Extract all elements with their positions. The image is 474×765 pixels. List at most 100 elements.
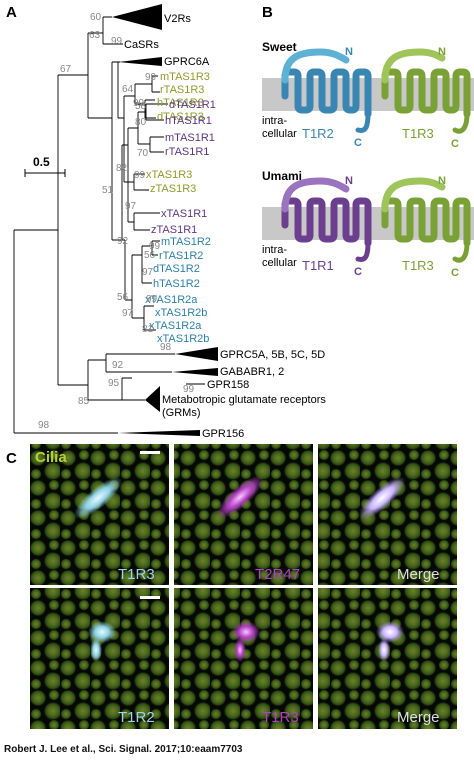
phylogenetic-tree <box>13 16 175 434</box>
clade-label: GPRC5A, 5B, 5C, 5D <box>220 349 325 361</box>
cilia-label: Cilia <box>35 449 67 466</box>
channel-label: T1R3 <box>262 709 299 726</box>
channel-label: Merge <box>397 709 440 726</box>
micrograph-t1r3 <box>30 444 169 585</box>
bootstrap-value: 82 <box>116 163 128 174</box>
scale-label: 0.5 <box>33 155 50 169</box>
intracellular-label: intra- <box>262 115 287 127</box>
bootstrap-value: 97 <box>142 267 154 278</box>
cell-signal <box>358 476 406 520</box>
leaf-label: hTAS1R3 <box>157 97 204 109</box>
umami-receptor: Umami N C N C intra- cellular T1R1 T1R3 <box>262 169 474 279</box>
clade-label: (GRMs) <box>162 407 201 419</box>
t1r1-n-label: N <box>345 175 353 187</box>
t1r3-n-terminus <box>381 48 446 84</box>
leaf-label: xTAS1R2b <box>157 333 209 345</box>
t1r3-label: T1R3 <box>402 126 434 141</box>
clade-label: GPR158 <box>207 379 249 391</box>
t1r1-label: T1R1 <box>302 258 334 273</box>
intracellular-label: intra- <box>262 244 287 256</box>
leaf-label: hTAS1R2 <box>153 278 200 290</box>
intracellular-label: cellular <box>262 257 297 269</box>
collapsed-clades <box>112 4 218 436</box>
leaf-label: mTAS1R1 <box>165 132 215 144</box>
leaf-label: xTAS1R2a <box>149 320 202 332</box>
cell-signal <box>90 638 102 662</box>
t1r3-label-umami: T1R3 <box>402 258 434 273</box>
clade-triangle-v2rs <box>112 4 162 30</box>
leaf-label: xTAS1R2b <box>155 307 207 319</box>
leaf-label: rTAS1R2 <box>159 250 203 262</box>
bootstrap-value: 95 <box>108 378 120 389</box>
clade-labels: V2Rs CaSRs GPRC6A GPRC5A, 5B, 5C, 5D GAB… <box>124 13 326 440</box>
bootstrap-value: 99 <box>111 36 123 47</box>
bootstrap-value: 51 <box>102 185 114 196</box>
bootstrap-value: 85 <box>78 396 90 407</box>
cell-signal <box>234 638 246 662</box>
tas1r2-labels: mTAS1R2 rTAS1R2 dTAS1R2 hTAS1R2 xTAS1R2a… <box>145 236 211 345</box>
clade-label: CaSRs <box>124 39 159 51</box>
bootstrap-value: 99 <box>183 384 195 395</box>
bootstrap-value: 98 <box>160 342 172 353</box>
t1r1-c-label: C <box>354 266 362 278</box>
figure-credit: Robert J. Lee et al., Sci. Signal. 2017;… <box>4 744 243 755</box>
leaf-label: dTAS1R2 <box>153 263 200 275</box>
channel-label: T2R47 <box>255 566 300 583</box>
bootstrap-value: 60 <box>90 12 102 23</box>
cell-signal <box>376 621 404 643</box>
cell-signal <box>216 475 264 519</box>
micrograph-merge-1 <box>318 444 457 585</box>
bootstrap-value: 99 <box>133 98 145 109</box>
clade-label: Metabotropic glutamate receptors <box>162 394 326 406</box>
t1r3-n-terminus-umami <box>381 177 446 213</box>
leaf-label: rTAS1R1 <box>165 146 209 158</box>
clade-triangle-gababr <box>172 368 218 376</box>
leaf-label: xTAS1R2a <box>145 294 198 306</box>
panel-label-c: C <box>6 450 17 467</box>
bootstrap-value: 80 <box>135 117 147 128</box>
t1r2-label: T1R2 <box>302 126 334 141</box>
bootstrap-value: 64 <box>122 84 134 95</box>
panel-label-b: B <box>262 4 273 21</box>
cell-signal <box>88 621 116 643</box>
t1r3-tm-domain-umami <box>381 197 471 247</box>
intracellular-label: cellular <box>262 128 297 140</box>
t1r2-n-label: N <box>345 46 353 58</box>
t1r2-tm-domain <box>281 68 372 118</box>
bootstrap-value: 67 <box>60 64 72 75</box>
clade-triangle-grm <box>145 386 160 412</box>
cell-signal <box>74 477 122 519</box>
channel-label: Merge <box>397 566 440 583</box>
bootstrap-value: 63 <box>89 30 101 41</box>
bootstrap-value: 97 <box>125 201 137 212</box>
leaf-label: dTAS1R3 <box>157 111 204 123</box>
bootstrap-value: 99 <box>149 241 161 252</box>
leaf-label: dTAS1R1 <box>169 99 216 111</box>
t1r3-c-label: C <box>451 138 459 150</box>
clade-triangle-gpr156 <box>118 430 200 436</box>
clade-label: GABABR1, 2 <box>220 366 284 378</box>
scale-bar-micrograph <box>140 451 160 454</box>
cell-signal <box>378 638 390 662</box>
sweet-receptor: Sweet N C N C intra- cellular T1R2 T1R3 <box>262 40 474 150</box>
clade-label: GPRC6A <box>164 56 210 68</box>
leaf-label: xTAS1R1 <box>161 208 207 220</box>
t1r3-c-label-umami: C <box>451 267 459 279</box>
t1r3-n-label: N <box>438 46 446 58</box>
umami-title: Umami <box>262 169 302 183</box>
t1r2-n-terminus <box>281 48 350 84</box>
t1r2-c-label: C <box>354 137 362 149</box>
bootstrap-value: 92 <box>117 236 129 247</box>
leaf-label: zTAS1R1 <box>151 224 197 236</box>
leaf-label: xTAS1R3 <box>146 169 192 181</box>
leaf-label: rTAS1R3 <box>160 84 204 96</box>
panel-label-a: A <box>6 4 17 21</box>
leaf-label: zTAS1R3 <box>150 183 196 195</box>
t1r1-n-terminus <box>281 177 350 213</box>
clade-triangle-gprc6a <box>118 57 162 66</box>
clade-triangle-gprc5 <box>175 347 218 361</box>
bootstrap-value: 99 <box>145 72 157 83</box>
t1r3-tm-domain <box>381 68 471 118</box>
channel-label: T1R3 <box>118 566 155 583</box>
